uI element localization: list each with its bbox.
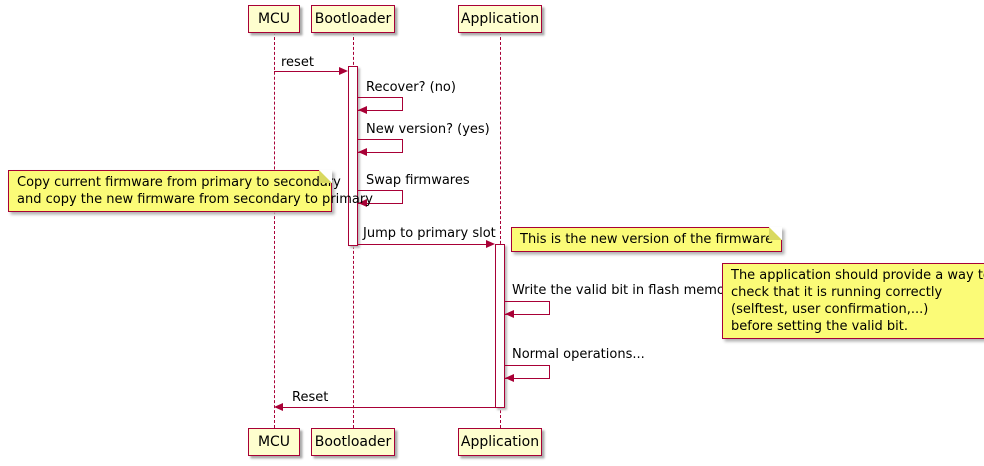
arrowhead-icon (505, 374, 514, 382)
lifeline-application (500, 32, 501, 428)
note-new-version: This is the new version of the firmware (511, 227, 783, 252)
self-message-normal-ops (505, 365, 550, 382)
participant-mcu-bottom: MCU (248, 428, 300, 456)
arrowhead-icon (358, 199, 367, 207)
message-label-jump: Jump to primary slot (363, 226, 496, 241)
message-arrow-reset (274, 71, 341, 72)
note-text: before setting the valid bit. (731, 319, 908, 334)
note-text: (selftest, user confirmation,...) (731, 302, 929, 317)
activation-application (495, 244, 505, 408)
note-text: This is the new version of the firmware (520, 232, 774, 247)
arrowhead-icon (358, 106, 367, 114)
arrowhead-icon (358, 148, 367, 156)
note-text: Copy current firmware from primary to se… (17, 175, 341, 190)
participant-application-top: Application (458, 5, 542, 33)
self-message-write-valid (505, 301, 550, 318)
self-message-recover (358, 97, 403, 114)
lifeline-mcu (274, 32, 275, 428)
arrowhead-icon (505, 310, 514, 318)
message-label-reset-back: Reset (292, 390, 329, 405)
message-label-swap: Swap firmwares (366, 173, 470, 188)
self-message-swap (358, 190, 403, 207)
message-label-recover: Recover? (no) (366, 80, 456, 95)
arrowhead-icon (339, 67, 348, 75)
message-label-new-version: New version? (yes) (366, 122, 490, 137)
self-message-new-version (358, 139, 403, 156)
activation-bootloader (348, 66, 358, 246)
message-arrow-jump (358, 244, 488, 245)
note-copy-firmware: Copy current firmware from primary to se… (8, 170, 373, 212)
message-label-normal-ops: Normal operations... (512, 347, 645, 362)
participant-bootloader-bottom: Bootloader (311, 428, 395, 456)
note-text: check that it is running correctly (731, 285, 943, 300)
participant-mcu-top: MCU (248, 5, 300, 33)
participant-label: MCU (257, 11, 291, 27)
message-label-reset: reset (281, 55, 314, 70)
participant-label: Bootloader (314, 11, 392, 27)
participant-label: Bootloader (314, 434, 392, 450)
note-text: The application should provide a way to (731, 268, 984, 283)
participant-bootloader-top: Bootloader (311, 5, 395, 33)
participant-label: Application (460, 434, 540, 450)
message-label-write-valid: Write the valid bit in flash memory (512, 283, 738, 298)
note-text: and copy the new firmware from secondary… (17, 192, 373, 207)
participant-label: MCU (257, 434, 291, 450)
participant-application-bottom: Application (458, 428, 542, 456)
arrowhead-icon (274, 403, 283, 411)
arrowhead-icon (486, 240, 495, 248)
message-arrow-reset-back (282, 407, 495, 408)
note-valid-bit: The application should provide a way to … (722, 263, 984, 339)
participant-label: Application (460, 11, 540, 27)
